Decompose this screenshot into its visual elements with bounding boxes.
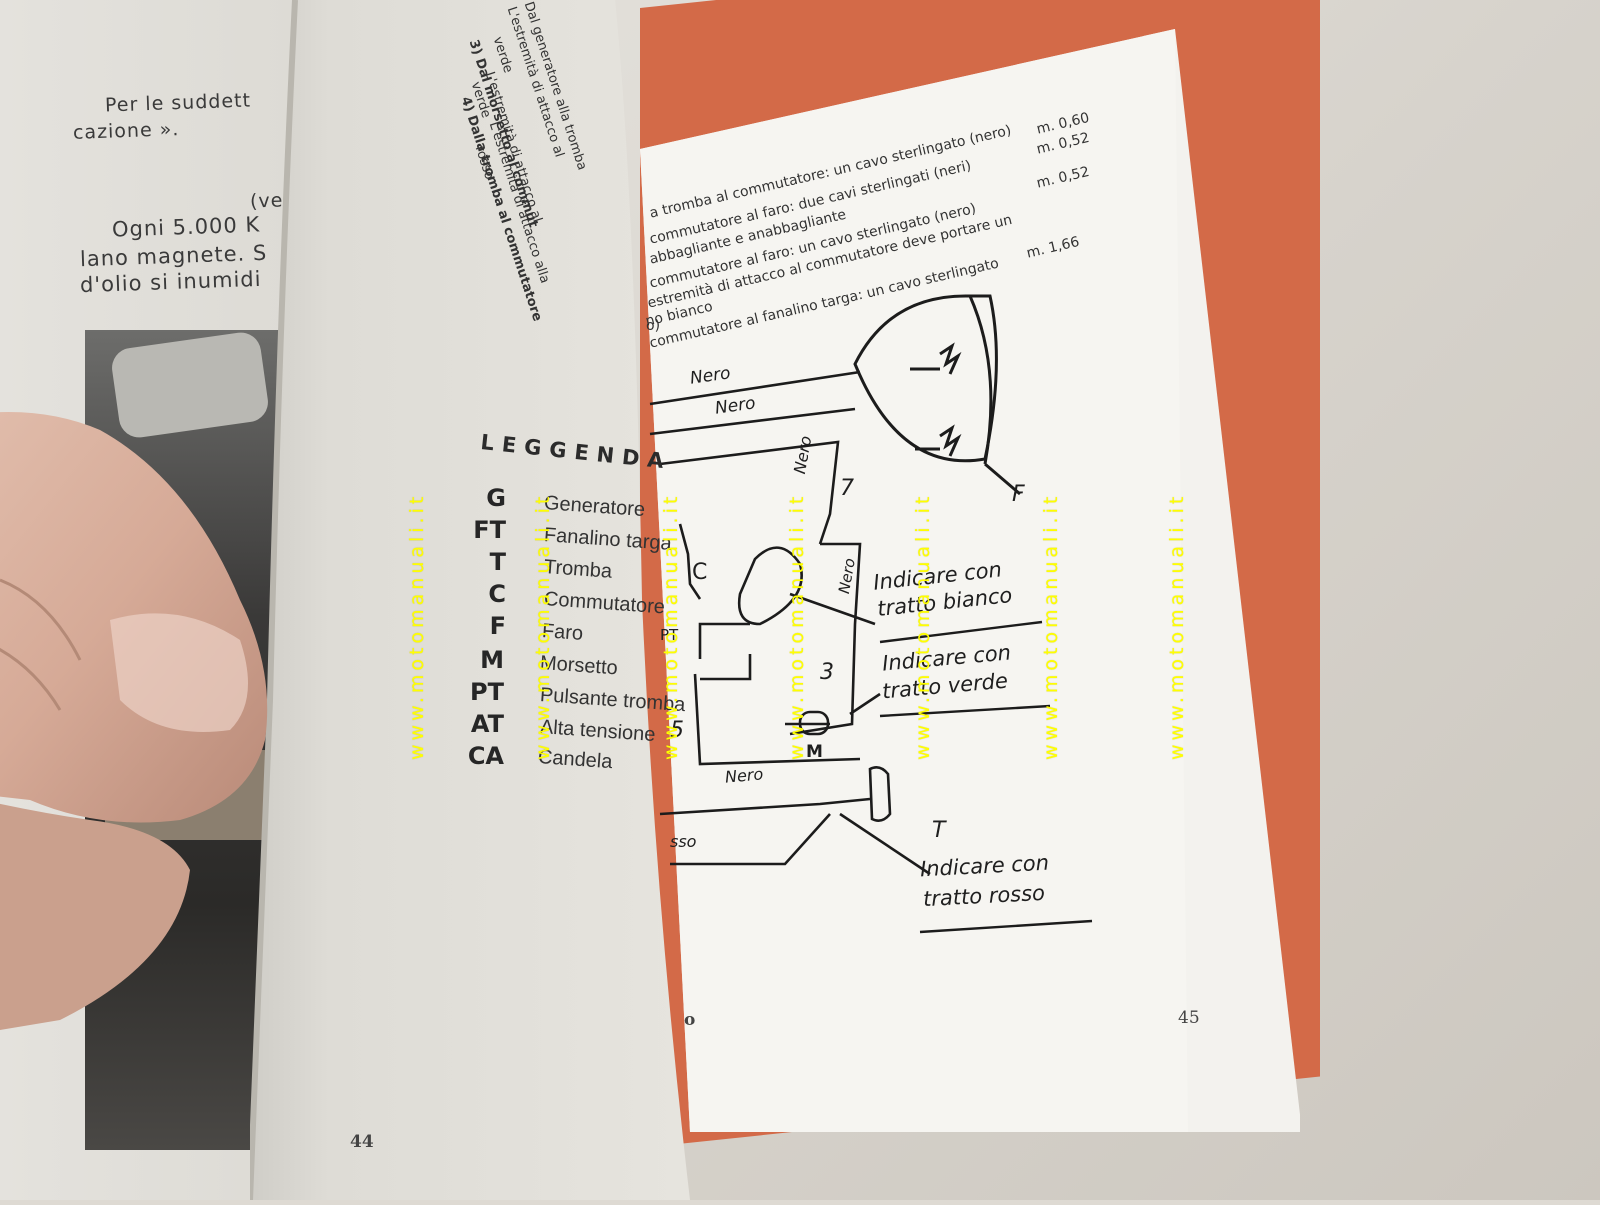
watermark: www.motomanuali.it <box>912 492 934 760</box>
legend-code: AT <box>470 710 504 738</box>
component-label: PT <box>660 626 679 644</box>
legend-code: PT <box>470 678 504 706</box>
component-label: C <box>692 560 708 585</box>
page-number-45: 45 <box>1178 1008 1200 1028</box>
component-label: M <box>806 742 823 762</box>
page45-sheet <box>640 29 1300 1132</box>
diagram-number: 7 <box>840 476 854 501</box>
watermark: www.motomanuali.it <box>660 492 682 760</box>
flipped-page-sheet <box>247 0 690 1201</box>
page44-text-line: cazione ». <box>72 118 180 144</box>
watermark: www.motomanuali.it <box>786 492 808 760</box>
wire-label: sso <box>670 832 697 851</box>
component-label: T <box>932 818 946 843</box>
flipped-page: Dal generatore alla tromba L'estremità d… <box>247 0 690 1201</box>
legend-code: M <box>480 646 504 674</box>
diagram-number: 5 <box>670 718 684 743</box>
thumb <box>0 400 280 1040</box>
legend-code: CA <box>467 742 504 770</box>
legend-code: F <box>489 612 506 640</box>
watermark: www.motomanuali.it <box>406 492 428 760</box>
thumb-shape <box>0 412 268 1030</box>
legend-code: T <box>489 548 506 576</box>
cable-list-item: o) <box>646 318 661 334</box>
wire-label: Nero <box>724 764 764 787</box>
page44-text-line: d'olio si inumidi <box>79 266 262 298</box>
page-45: a tromba al commutatore: un cavo sterlin… <box>640 24 1300 1132</box>
page44-text-line: Ogni 5.000 K <box>111 212 261 242</box>
legend-code: C <box>488 580 506 608</box>
watermark: www.motomanuali.it <box>1166 492 1188 760</box>
page-number-44: 44 <box>350 1132 374 1152</box>
diagram-number: 3 <box>820 660 834 685</box>
component-label: F <box>1012 482 1025 507</box>
legend-code: FT <box>473 516 506 544</box>
page44-text-line: Per le suddett <box>104 89 252 117</box>
watermark: www.motomanuali.it <box>532 492 554 760</box>
watermark: www.motomanuali.it <box>1040 492 1062 760</box>
page45-partial-footer: o <box>684 1010 696 1030</box>
legend-code: G <box>486 484 506 512</box>
